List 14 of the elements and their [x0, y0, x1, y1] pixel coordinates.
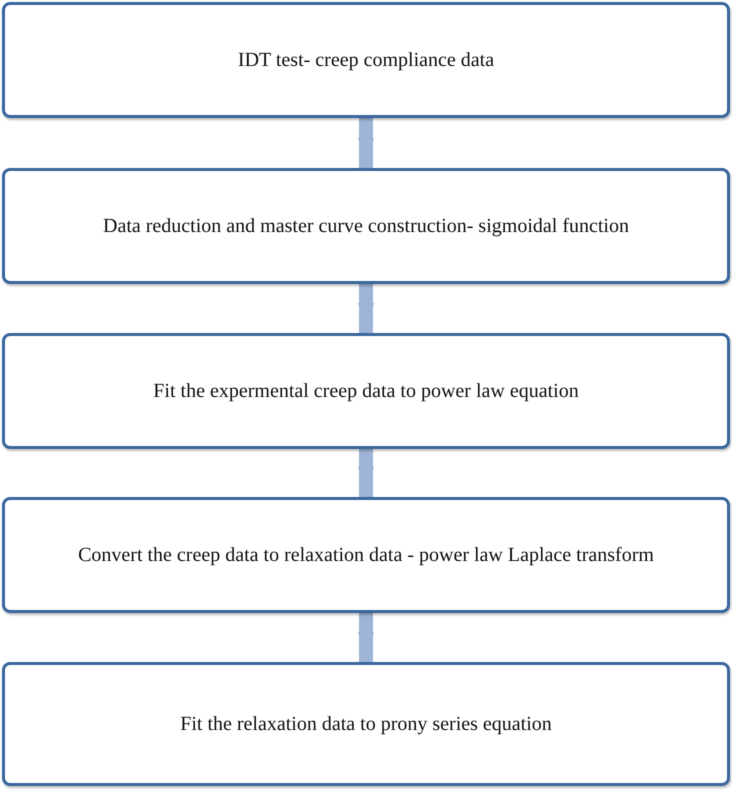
process-box — [2, 333, 730, 449]
process-box — [2, 2, 730, 118]
arrow — [358, 118, 374, 168]
step-text: IDT test- creep compliance data — [236, 48, 496, 73]
step-text: Convert the creep data to relaxation data - power law Laplace transform — [77, 543, 655, 568]
process-box — [2, 662, 730, 786]
step-text: Fit the relaxation data to prony series equation — [179, 712, 553, 737]
step-text: Fit the expermental creep data to power law equation — [152, 379, 580, 404]
arrow — [358, 449, 374, 497]
arrow — [358, 613, 374, 662]
process-box — [2, 168, 730, 284]
arrow — [358, 284, 374, 333]
process-box — [2, 497, 730, 613]
step-text: Data reduction and master curve construction- sigmoidal function — [102, 214, 630, 239]
